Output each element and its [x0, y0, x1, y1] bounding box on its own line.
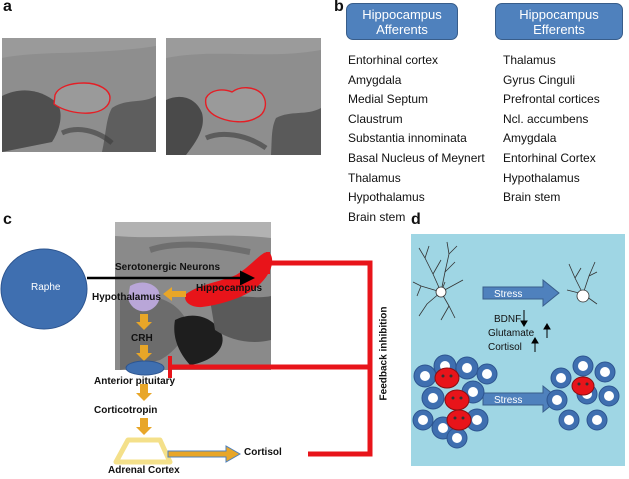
feedback-inhibition-label: Feedback inhibition	[378, 306, 390, 401]
glutamate-label: Glutamate	[488, 328, 535, 339]
hippocampus-to-hypothalamus-arrow	[163, 287, 186, 301]
list-item: Brain stem	[348, 209, 406, 224]
anterior-pituitary-shape	[125, 360, 165, 376]
list-item: Thalamus	[348, 170, 401, 185]
crh-label: CRH	[131, 333, 153, 344]
anterior-pituitary-label: Anterior pituitary	[94, 376, 176, 387]
corticotropin-label: Corticotropin	[94, 405, 158, 416]
list-item: Brain stem	[503, 190, 561, 205]
corticotropin-down-arrow	[136, 418, 152, 435]
mri-image-right	[166, 38, 321, 155]
list-item: Prefrontal cortices	[503, 92, 600, 107]
list-item: Ncl. accumbens	[503, 111, 589, 126]
adrenal-cortex-label: Adrenal Cortex	[108, 465, 180, 476]
adrenal-cortex-shape	[113, 437, 173, 465]
list-item: Substantia innominata	[348, 131, 467, 146]
hypothalamus-shape	[128, 282, 160, 312]
glutamate-up-arrow	[543, 323, 551, 338]
efferents-header: Hippocampus Efferents	[495, 3, 623, 40]
list-item: Hypothalamus	[348, 190, 425, 205]
bdnf-label: BDNF	[494, 314, 522, 325]
list-item: Gyrus Cinguli	[503, 72, 576, 87]
hippocampus-outline-right	[204, 87, 267, 123]
list-item: Entorhinal Cortex	[503, 150, 596, 165]
feedback-inhibition-lines	[168, 252, 373, 457]
hippocampus-label: Hippocampus	[196, 283, 263, 294]
afferents-header-line1: Hippocampus	[362, 7, 442, 22]
cortisol-up-arrow	[531, 337, 539, 352]
stress-arrow-top	[482, 278, 560, 308]
cell-cluster-healthy	[412, 354, 498, 449]
raphe-circle	[0, 248, 88, 330]
cortisol-label-d: Cortisol	[488, 342, 522, 353]
panel-c-diagram	[0, 222, 373, 465]
stressed-neuron-soma	[576, 289, 590, 303]
list-item: Basal Nucleus of Meynert	[348, 150, 485, 165]
list-item: Hypothalamus	[503, 170, 580, 185]
panel-label-a: a	[3, 0, 12, 15]
raphe-label: Raphe	[31, 282, 61, 293]
hippocampus-shape	[185, 252, 273, 308]
hippocampus-outline-left	[53, 82, 111, 114]
list-item: Amygdala	[348, 72, 402, 87]
list-item: Amygdala	[503, 131, 557, 146]
efferents-header-line2: Efferents	[533, 22, 585, 37]
panel-d-diagram	[411, 234, 625, 466]
panel-label-b: b	[334, 0, 344, 15]
crh-down-arrow	[136, 345, 152, 361]
list-item: Claustrum	[348, 111, 403, 126]
mri-image-left	[2, 38, 156, 152]
cortisol-arrow	[167, 445, 242, 463]
cortisol-label: Cortisol	[244, 447, 282, 458]
pituitary-down-arrow	[136, 384, 152, 401]
list-item: Thalamus	[503, 53, 556, 67]
afferents-list: Entorhinal cortex Amygdala Medial Septum…	[348, 51, 485, 227]
hypothalamus-down-arrow	[136, 314, 152, 330]
panel-label-c: c	[3, 211, 12, 228]
panel-label-d: d	[411, 211, 421, 228]
afferents-header-line2: Afferents	[376, 22, 428, 37]
cell-cluster-stressed	[546, 355, 620, 431]
stress-label-bottom: Stress	[494, 395, 523, 406]
serotonergic-label: Serotonergic Neurons	[115, 262, 221, 273]
hypothalamus-label: Hypothalamus	[92, 292, 161, 303]
list-item: Medial Septum	[348, 92, 429, 107]
afferents-header: Hippocampus Afferents	[346, 3, 458, 40]
bdnf-down-arrow	[520, 310, 528, 327]
stress-label-top: Stress	[494, 289, 523, 300]
efferents-header-line1: Hippocampus	[519, 7, 599, 22]
efferents-list: Thalamus Gyrus Cinguli Prefrontal cortic…	[503, 51, 600, 208]
healthy-neuron-soma	[435, 286, 447, 298]
list-item: Entorhinal cortex	[348, 53, 439, 67]
